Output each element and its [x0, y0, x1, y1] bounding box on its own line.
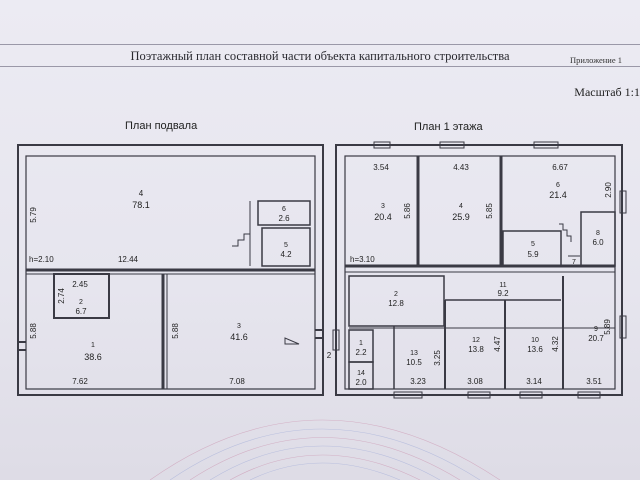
dimension-label: 5.86	[403, 203, 412, 219]
room-number: 6	[556, 182, 560, 189]
floor1-plan-title: План 1 этажа	[414, 121, 483, 133]
dimension-label: 3.08	[467, 377, 483, 386]
appendix-label: Приложение 1	[570, 55, 622, 65]
room-area: 38.6	[84, 352, 102, 362]
room-number: 11	[499, 282, 506, 289]
room-area: 9.2	[497, 289, 509, 298]
room-area: 12.8	[388, 299, 404, 308]
basement-labels: 4 78.1 6 2.6 5 4.2 2 6.7 1 38.6 3 41.6 h…	[29, 189, 292, 386]
room-area: 4.2	[280, 250, 292, 259]
dimension-label: 12.44	[118, 255, 139, 264]
room-number: 3	[381, 203, 385, 210]
room-area: 6.0	[592, 238, 604, 247]
room-number: 6	[282, 206, 286, 213]
top-rule	[0, 44, 640, 45]
room-area: 20.4	[374, 212, 392, 222]
dimension-label: 5.85	[485, 203, 494, 219]
room-number: 1	[91, 342, 95, 349]
dimension-label: 5.79	[29, 207, 38, 223]
basement-height: h=2.10	[29, 255, 54, 264]
dimension-label: 2.90	[604, 182, 613, 198]
document-title: Поэтажный план составной части объекта к…	[130, 49, 510, 63]
scale-label: Масштаб 1:1	[574, 85, 640, 99]
room-number: 8	[596, 230, 600, 237]
dimension-label: 4.47	[493, 336, 502, 352]
room-number: 2	[394, 291, 398, 298]
dimension-label: 3.25	[433, 350, 442, 366]
room-number: 14	[357, 370, 365, 377]
stamp-pattern	[149, 419, 501, 480]
room-number: 10	[531, 337, 539, 344]
room-number: 1	[359, 340, 363, 347]
room-area: 13.6	[527, 345, 543, 354]
dimension-label: 7.62	[72, 377, 88, 386]
dimension-label: 3.14	[526, 377, 542, 386]
room-number: 5	[284, 242, 288, 249]
room-number: 9	[594, 326, 598, 333]
room-number: 4	[139, 189, 144, 198]
dimension-label: 3.23	[410, 377, 426, 386]
room-area: 78.1	[132, 200, 150, 210]
dimension-label: 2	[327, 351, 332, 360]
basement-plan-title: План подвала	[125, 120, 198, 132]
room-area: 21.4	[549, 190, 567, 200]
dimension-label: 3.54	[373, 163, 389, 172]
room-area: 20.7	[588, 334, 604, 343]
dimension-label: 2.45	[72, 280, 88, 289]
room-area: 2.2	[355, 348, 367, 357]
floor1-height: h=3.10	[350, 255, 375, 264]
basement-plan	[17, 144, 324, 396]
dimension-label: 6.67	[552, 163, 568, 172]
floor1-plan	[332, 141, 627, 399]
room-area: 41.6	[230, 332, 248, 342]
dimension-label: 5.89	[603, 319, 612, 335]
room-number: 5	[531, 241, 535, 248]
dimension-label: 5.88	[171, 323, 180, 339]
dimension-label: 7.08	[229, 377, 245, 386]
room-number: 13	[410, 350, 418, 357]
dimension-label: 2.74	[57, 288, 66, 304]
room-area: 2.0	[355, 378, 367, 387]
room-number: 12	[472, 337, 480, 344]
room-number: 4	[459, 203, 463, 210]
floor1-labels: 3 20.4 4 25.9 6 21.4 5 5.9 8 6.0 7 2 12.…	[327, 163, 613, 387]
dimension-label: 4.43	[453, 163, 469, 172]
title-underline	[0, 66, 640, 67]
room-area: 25.9	[452, 212, 470, 222]
room-number: 3	[237, 323, 241, 330]
room-area: 6.7	[75, 307, 87, 316]
room-number: 2	[79, 299, 83, 306]
room-area: 10.5	[406, 358, 422, 367]
room-area: 13.8	[468, 345, 484, 354]
room-number: 7	[572, 259, 576, 266]
dimension-label: 3.51	[586, 377, 602, 386]
room-area: 2.6	[278, 214, 290, 223]
dimension-label: 5.88	[29, 323, 38, 339]
dimension-label: 4.32	[551, 336, 560, 352]
room-area: 5.9	[527, 250, 539, 259]
